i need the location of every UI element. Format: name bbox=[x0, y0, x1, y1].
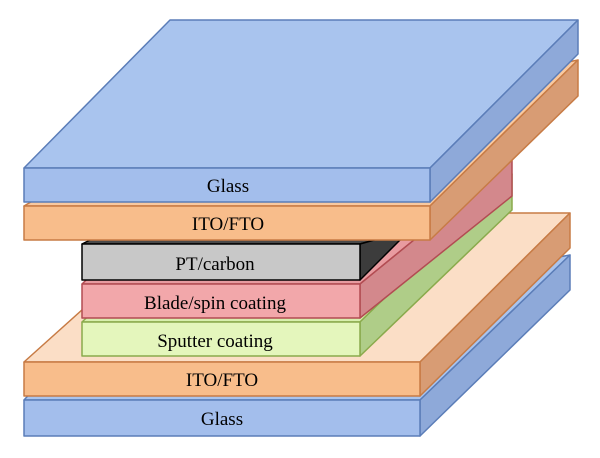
top-ito-label: ITO/FTO bbox=[192, 214, 264, 235]
top-ito-front-face bbox=[23, 205, 431, 241]
blade-front-face bbox=[81, 283, 361, 319]
bottom-glass-front-face bbox=[23, 399, 421, 437]
sputter-front-face bbox=[81, 321, 361, 357]
layer-top-glass: Glass bbox=[23, 19, 579, 203]
top-glass-label: Glass bbox=[207, 176, 249, 197]
top-glass-front-face bbox=[23, 167, 431, 203]
bottom-ito-label: ITO/FTO bbox=[186, 370, 258, 391]
sputter-label: Sputter coating bbox=[157, 331, 273, 352]
bottom-glass-label: Glass bbox=[201, 409, 243, 430]
bottom-ito-front-face bbox=[23, 361, 421, 397]
pt-carbon-front-face bbox=[81, 243, 361, 281]
pt-carbon-label: PT/carbon bbox=[175, 254, 255, 275]
blade-label: Blade/spin coating bbox=[144, 293, 286, 314]
